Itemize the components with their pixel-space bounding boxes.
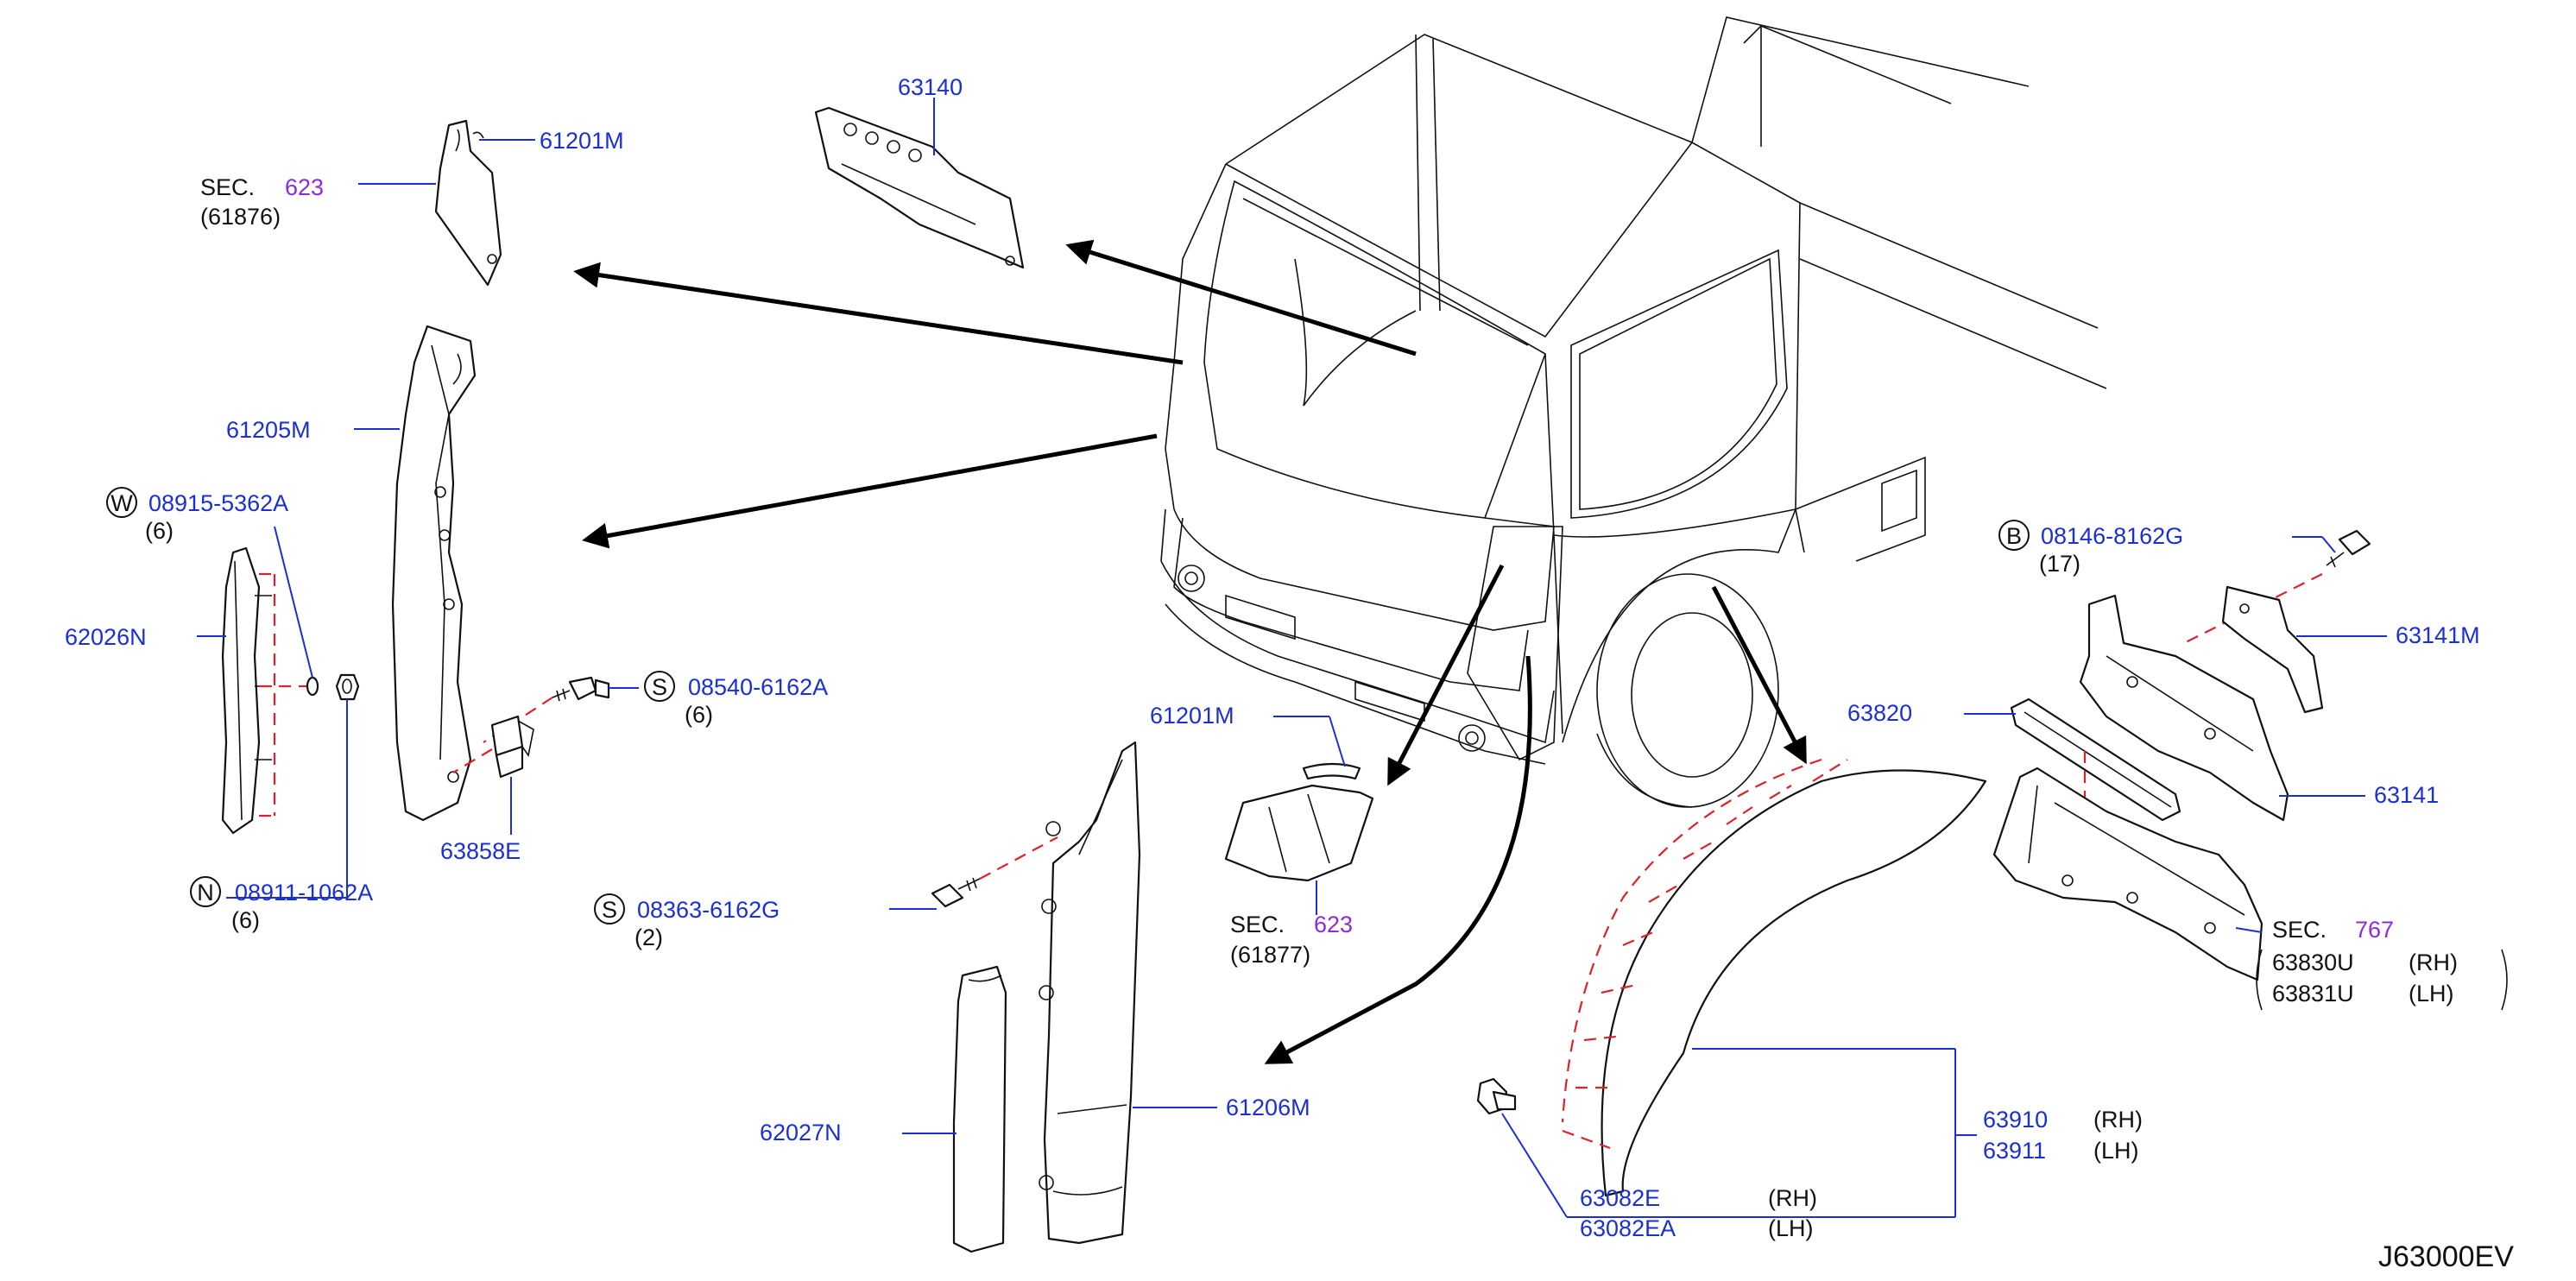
sec-label-mid: SEC. [1230, 912, 1285, 937]
sec-623-top-sub: (61876) [200, 204, 281, 230]
part-63141m [2221, 585, 2324, 714]
clip-63858e-icon [490, 715, 534, 779]
lh-63831u: (LH) [2409, 981, 2454, 1006]
part-label-61201m-top[interactable]: 61201M [540, 128, 624, 154]
clip-63082e-icon [1476, 1077, 1517, 1115]
part-label-63910[interactable]: 63910 [1983, 1107, 2048, 1133]
part-label-63911[interactable]: 63911 [1983, 1138, 2046, 1164]
lh-63082ea: (LH) [1768, 1215, 1814, 1241]
part-label-63082e[interactable]: 63082E [1580, 1185, 1660, 1211]
part-label-08540-6162a[interactable]: 08540-6162A [688, 674, 828, 700]
sec-label-767: SEC. [2272, 917, 2327, 943]
part-63820 [2010, 697, 2181, 822]
nut-icon [335, 673, 360, 701]
washer-icon [306, 676, 319, 697]
part-61201m-top [434, 119, 502, 287]
qty-08363: (2) [635, 924, 663, 950]
s-circle-letter-a: S [652, 674, 667, 700]
bolt-08146-icon [2326, 529, 2371, 568]
s-circle-icon-a [644, 671, 675, 702]
qty-08911: (6) [231, 907, 260, 933]
part-label-61205m[interactable]: 61205M [226, 417, 311, 443]
truck-cab-illustration [1160, 16, 2107, 808]
part-62026n [221, 546, 272, 835]
qty-08540: (6) [685, 702, 713, 728]
part-label-63830u[interactable]: 63830U [2272, 950, 2354, 975]
part-61206m [1039, 741, 1141, 1245]
sec-label-top: SEC. [200, 174, 255, 200]
part-label-62026n[interactable]: 62026N [65, 624, 147, 650]
sec-623-mid-sub: (61877) [1230, 942, 1310, 968]
fender-flare-63910 [1601, 769, 1987, 1197]
part-label-63858e[interactable]: 63858E [440, 838, 521, 864]
s-circle-icon-b [594, 893, 625, 924]
qty-08146: (17) [2039, 551, 2080, 577]
part-label-63141[interactable]: 63141 [2374, 782, 2439, 808]
sec-623-top-link[interactable]: 623 [285, 174, 324, 200]
n-circle-icon [190, 876, 221, 907]
part-label-63082ea[interactable]: 63082EA [1580, 1215, 1676, 1241]
part-63140 [814, 106, 1025, 269]
part-label-63820[interactable]: 63820 [1847, 700, 1912, 726]
w-circle-icon [106, 487, 137, 518]
part-62027n [952, 965, 1007, 1253]
lh-63911: (LH) [2093, 1138, 2139, 1164]
rh-63910: (RH) [2093, 1107, 2143, 1133]
part-label-08915-5362a[interactable]: 08915-5362A [148, 490, 288, 516]
bolt-08363-icon [931, 877, 981, 908]
sec-767-link[interactable]: 767 [2355, 917, 2394, 943]
part-label-61206m[interactable]: 61206M [1226, 1095, 1310, 1120]
part-label-63140[interactable]: 63140 [898, 74, 963, 100]
w-circle-letter: W [110, 490, 133, 516]
part-label-63831u[interactable]: 63831U [2272, 981, 2354, 1006]
leader-arrows [573, 239, 1807, 1064]
b-circle-icon [1998, 520, 2030, 551]
bolt-08540-icon [552, 676, 610, 702]
part-label-62027n[interactable]: 62027N [760, 1120, 842, 1145]
rh-63082e: (RH) [1768, 1185, 1817, 1211]
b-circle-letter: B [2006, 523, 2022, 549]
part-label-08911-1062a[interactable]: 08911-1062A [235, 880, 373, 906]
qty-08915: (6) [145, 518, 174, 544]
part-label-61201m-mid[interactable]: 61201M [1150, 703, 1234, 729]
rh-63830u: (RH) [2409, 950, 2458, 975]
bracket-right [2501, 949, 2508, 1011]
part-label-08146-8162g[interactable]: 08146-8162G [2041, 523, 2183, 549]
n-circle-letter: N [197, 880, 214, 906]
sec-623-mid-link[interactable]: 623 [1314, 912, 1353, 937]
part-61201m-mid [1224, 762, 1374, 882]
bracket-left [2256, 949, 2263, 1011]
part-label-08363-6162g[interactable]: 08363-6162G [637, 897, 780, 923]
part-63141 [2079, 594, 2289, 822]
inner-fender-63830u [1992, 767, 2263, 981]
part-label-63141m[interactable]: 63141M [2396, 622, 2480, 648]
s-circle-letter-b: S [602, 897, 617, 923]
part-61205m [391, 325, 477, 822]
diagram-code: J63000EV [2378, 1240, 2514, 1273]
